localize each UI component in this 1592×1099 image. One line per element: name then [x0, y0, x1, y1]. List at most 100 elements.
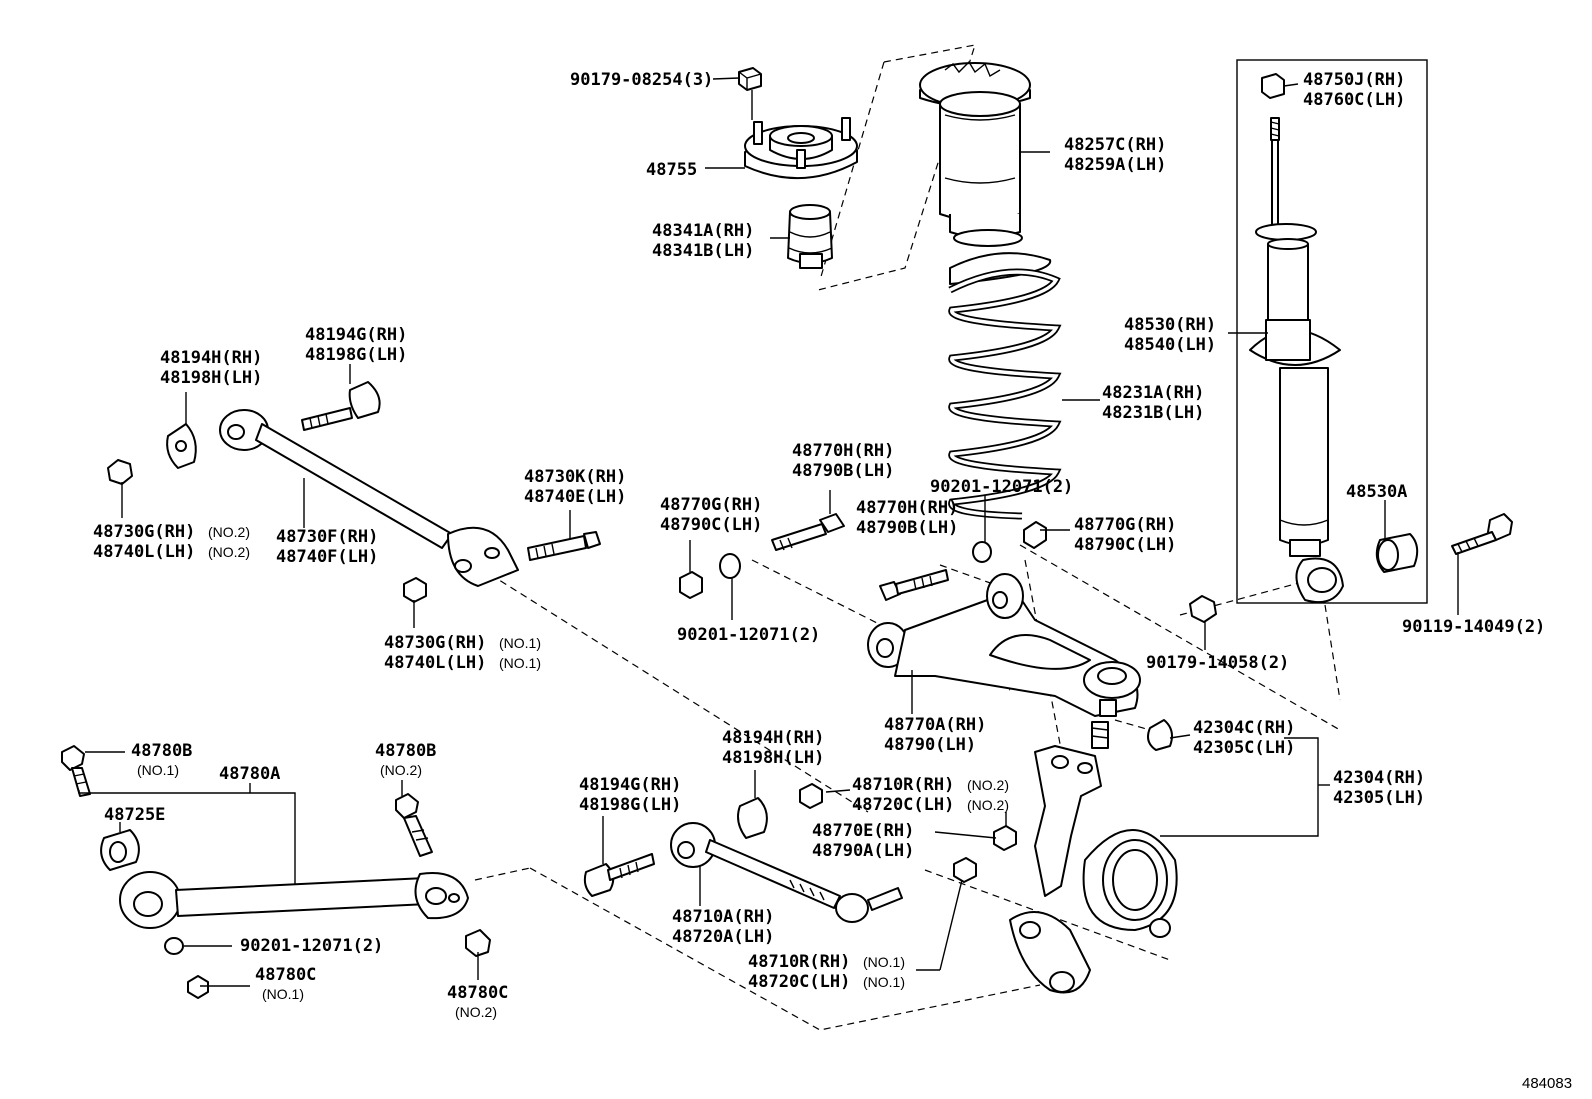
label-lower-bolt1: 48780B [131, 741, 192, 761]
label-spring-rh: 48231A(RH) [1102, 383, 1204, 403]
label-toe-arm-rh: 48710A(RH) [672, 907, 774, 927]
label-trail-nut1-lh: 48740L(LH) [384, 653, 486, 673]
label-trail-arm-lh: 48740F(LH) [276, 547, 378, 567]
lower-control-arm [119, 871, 469, 929]
upper-arm-washer-1 [719, 553, 741, 579]
label-shock-lh: 48540(LH) [1124, 335, 1216, 355]
label-nut-shock-lh: 48760C(LH) [1303, 90, 1405, 110]
label-lower-nut2: 48780C [447, 983, 508, 1003]
trailing-arm-nut-no2 [107, 459, 133, 485]
toe-arm-nut-no1 [953, 857, 977, 883]
label-upper-arm-rh: 48770A(RH) [884, 715, 986, 735]
rear-axle-carrier [1009, 745, 1178, 994]
label-trail-bolt-rh: 48194G(RH) [305, 325, 407, 345]
label-toe-cam-lh: 48198H(LH) [722, 748, 824, 768]
part-labels: 90179-08254(3) 48755 48341A(RH) 48341B(L… [93, 70, 1572, 1092]
label-toe-nut1-lh-note: (NO.1) [863, 974, 905, 990]
upper-arm-nut-e [993, 825, 1017, 851]
leader-lines [78, 77, 1459, 987]
label-lower-bushing: 48725E [104, 805, 165, 825]
shock-lower-nut [1189, 595, 1217, 623]
label-shock-rh: 48530(RH) [1124, 315, 1216, 335]
trailing-arm-nut-no1 [403, 577, 427, 603]
label-upper-bolt-h2-lh: 48790B(LH) [856, 518, 958, 538]
label-lower-bolt2: 48780B [375, 741, 436, 761]
label-lower-nut1: 48780C [255, 965, 316, 985]
label-toe-nut2-lh-note: (NO.2) [967, 797, 1009, 813]
upper-support [744, 117, 858, 180]
upper-mount-nut [738, 67, 762, 91]
label-trail-nut2-rh-note: (NO.2) [208, 524, 250, 540]
label-toe-nut1-lh: 48720C(LH) [748, 972, 850, 992]
coil-spring [948, 252, 1062, 520]
label-trail-bolt2-rh: 48730K(RH) [524, 467, 626, 487]
label-bushing-c-lh: 42305C(LH) [1193, 738, 1295, 758]
label-bushing-c-rh: 42304C(RH) [1193, 718, 1295, 738]
shock-absorber-group-box [1236, 59, 1428, 604]
label-toe-nut2-rh-note: (NO.2) [967, 777, 1009, 793]
label-toe-bolt-lh: 48198G(LH) [579, 795, 681, 815]
shock-bushing [1375, 533, 1419, 573]
upper-control-arm [867, 573, 1141, 749]
label-upper-bolt-h2-rh: 48770H(RH) [856, 498, 958, 518]
label-toe-nut1-rh-note: (NO.1) [863, 954, 905, 970]
label-trail-nut1-lh-note: (NO.1) [499, 655, 541, 671]
label-bumper-lh: 48341B(LH) [652, 241, 754, 261]
label-insulator-rh: 48257C(RH) [1064, 135, 1166, 155]
label-washer-center: 90201-12071(2) [677, 625, 820, 645]
shock-lower-bolt [1451, 513, 1513, 555]
label-lower-bolt2-note: (NO.2) [380, 762, 422, 778]
upper-arm-nut-1 [679, 571, 703, 599]
upper-arm-washer-2 [972, 541, 992, 563]
label-trail-nut1-rh-note: (NO.1) [499, 635, 541, 651]
toe-arm-cam-bolt [583, 853, 655, 897]
label-upper-support: 48755 [646, 160, 697, 180]
label-toe-nut1-rh: 48710R(RH) [748, 952, 850, 972]
label-toe-bolt-rh: 48194G(RH) [579, 775, 681, 795]
label-trail-arm-rh: 48730F(RH) [276, 527, 378, 547]
spring-insulator-boot [919, 60, 1031, 247]
label-bolt-shock: 90119-14049(2) [1402, 617, 1545, 637]
label-insulator-lh: 48259A(LH) [1064, 155, 1166, 175]
upper-arm-nut-2 [1023, 521, 1047, 549]
label-upper-nut-e-lh: 48790A(LH) [812, 841, 914, 861]
label-nut-shock-rh: 48750J(RH) [1303, 70, 1405, 90]
lower-arm-nut-no1 [187, 975, 209, 999]
label-upper-nut-g-lh: 48790C(LH) [660, 515, 762, 535]
label-washer-arm-upper: 90201-12071(2) [930, 477, 1073, 497]
label-lower-arm: 48780A [219, 764, 280, 784]
label-upper-arm-lh: 48790(LH) [884, 735, 976, 755]
label-bumper-rh: 48341A(RH) [652, 221, 754, 241]
label-nut-shock-lower: 90179-14058(2) [1146, 653, 1289, 673]
label-trail-bolt2-lh: 48740E(LH) [524, 487, 626, 507]
label-carrier-lh: 42305(LH) [1333, 788, 1425, 808]
label-lower-nut1-note: (NO.1) [262, 986, 304, 1002]
label-trail-cam-lh: 48198H(LH) [160, 368, 262, 388]
lower-arm-washer [164, 937, 184, 955]
label-trail-nut2-lh: 48740L(LH) [93, 542, 195, 562]
lower-arm-nut-no2 [465, 929, 491, 957]
trailing-arm [219, 409, 519, 587]
trailing-arm-cam-bolt [301, 381, 381, 431]
toe-arm-cam-plate [737, 797, 768, 839]
label-upper-nut-g2-lh: 48790C(LH) [1074, 535, 1176, 555]
trailing-arm-bolt [527, 531, 601, 561]
label-trail-nut1-rh: 48730G(RH) [384, 633, 486, 653]
label-upper-nut-g-rh: 48770G(RH) [660, 495, 762, 515]
label-washer-lower-left: 90201-12071(2) [240, 936, 383, 956]
label-toe-nut2-lh: 48720C(LH) [852, 795, 954, 815]
label-upper-nut-g2-rh: 48770G(RH) [1074, 515, 1176, 535]
label-trail-bolt-lh: 48198G(LH) [305, 345, 407, 365]
label-lower-bolt1-note: (NO.1) [137, 762, 179, 778]
lower-arm-bolt-no1 [61, 745, 91, 797]
label-toe-cam-rh: 48194H(RH) [722, 728, 824, 748]
label-upper-bolt-h-rh: 48770H(RH) [792, 441, 894, 461]
label-trail-nut2-rh: 48730G(RH) [93, 522, 195, 542]
toe-control-arm [670, 822, 903, 923]
toe-arm-nut-no2 [799, 783, 823, 809]
trailing-arm-cam-plate [166, 423, 197, 469]
carrier-bushing [1147, 719, 1173, 751]
lower-arm-bolt-no2 [395, 793, 433, 857]
label-upper-nut-e-rh: 48770E(RH) [812, 821, 914, 841]
upper-arm-bolt-2 [879, 569, 949, 601]
